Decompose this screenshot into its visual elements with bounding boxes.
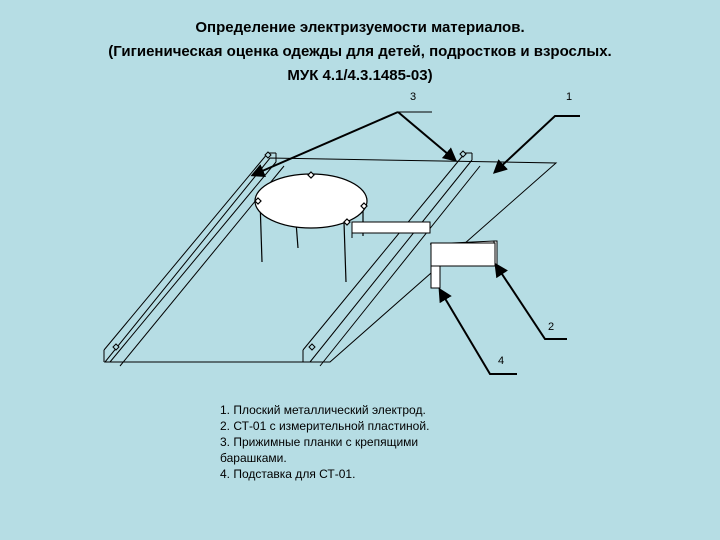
callout-4: 4 (498, 355, 504, 367)
leader-1 (492, 115, 580, 174)
wing-nut-icon (264, 151, 272, 159)
leader-lines (250, 111, 580, 375)
legend: 1. Плоский металлический электрод. 2. СТ… (220, 402, 520, 482)
legend-item: 2. СТ-01 с измерительной пластиной. (220, 419, 430, 433)
leader-2 (494, 262, 567, 340)
wing-nut-icon (308, 343, 316, 351)
device-front (430, 242, 496, 267)
legend-item: 1. Плоский металлический электрод. (220, 403, 426, 417)
leader-4 (438, 287, 517, 375)
wing-nut-icon (112, 343, 120, 351)
title-line-3: МУК 4.1/4.3.1485-03) (287, 67, 433, 84)
measuring-plate (351, 221, 431, 234)
callout-3: 3 (410, 91, 416, 103)
right-clamp-bar (302, 152, 481, 367)
wing-nut-icon (459, 150, 467, 158)
wing-nuts (112, 150, 467, 351)
st01-device (351, 221, 498, 289)
title-line-1: Определение электризуемости материалов. (195, 19, 525, 36)
legend-item: 3. Прижимные планки с крепящими (220, 435, 419, 449)
legend-item: 4. Подставка для СТ-01. (220, 467, 356, 481)
leader-3b (397, 111, 458, 162)
callout-2: 2 (548, 321, 554, 333)
stand (254, 171, 368, 283)
title-line-2: (Гигиеническая оценка одежды для детей, … (108, 43, 612, 60)
left-clamp-bar (103, 152, 285, 367)
diagram-title: Определение электризуемости материалов. … (0, 16, 720, 88)
leader-3 (250, 111, 399, 177)
device-base (430, 265, 441, 289)
flat-electrode-plate (103, 157, 558, 363)
legend-item: барашками. (220, 451, 287, 465)
callout-1: 1 (566, 91, 572, 103)
